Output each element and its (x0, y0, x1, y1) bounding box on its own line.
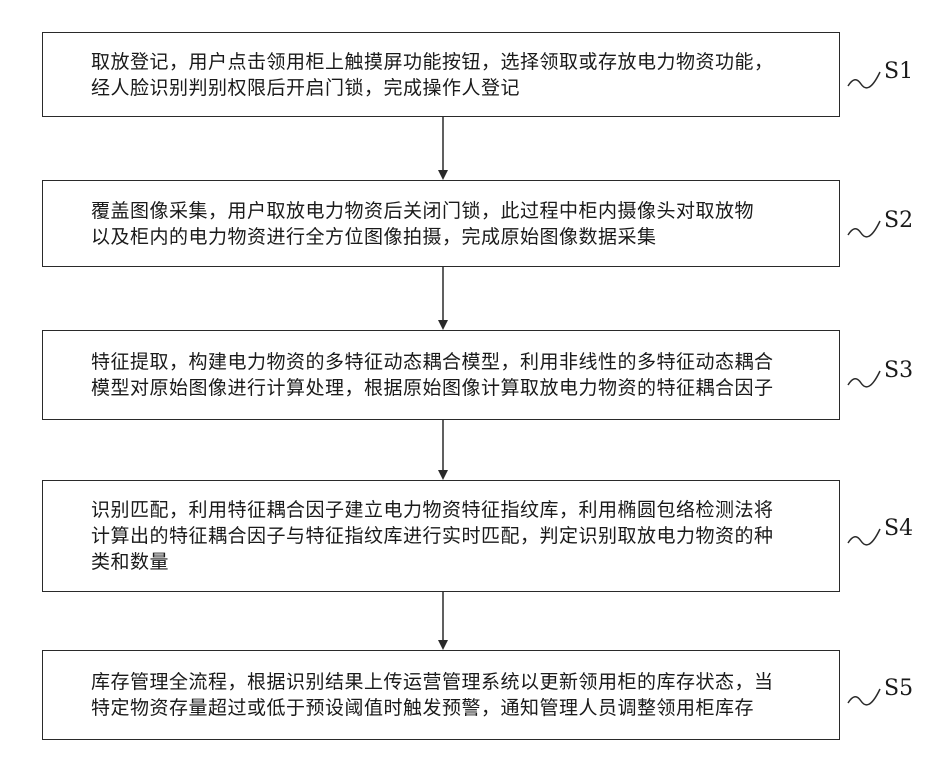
step-text-line: 库存管理全流程，根据识别结果上传运营管理系统以更新领用柜的库存状态，当 (91, 669, 839, 695)
step-box-s2: 覆盖图像采集，用户取放电力物资后关闭门锁，此过程中柜内摄像头对取放物 以及柜内的… (42, 180, 840, 267)
step-box-s3: 特征提取，构建电力物资的多特征动态耦合模型，利用非线性的多特征动态耦合 模型对原… (42, 330, 840, 420)
step-text-line: 以及柜内的电力物资进行全方位图像拍摄，完成原始图像数据采集 (91, 224, 839, 250)
step-text-line: 覆盖图像采集，用户取放电力物资后关闭门锁，此过程中柜内摄像头对取放物 (91, 198, 839, 224)
step-label-s1: S1 (884, 60, 913, 84)
leader-s3 (848, 371, 880, 387)
arrow-s3-to-s4 (438, 420, 448, 480)
leader-s5 (848, 689, 880, 705)
step-label-s4: S4 (884, 517, 913, 541)
arrow-s2-to-s3 (438, 267, 448, 330)
leader-s4 (848, 529, 880, 545)
step-text-line: 特定物资存量超过或低于预设阈值时触发预警，通知管理人员调整领用柜库存 (91, 695, 839, 721)
arrow-s4-to-s5 (438, 592, 448, 650)
step-text-line: 计算出的特征耦合因子与特征指纹库进行实时匹配，判定识别取放电力物资的种 (91, 523, 839, 549)
step-label-s2: S2 (884, 209, 913, 233)
step-text-line: 特征提取，构建电力物资的多特征动态耦合模型，利用非线性的多特征动态耦合 (91, 349, 839, 375)
step-text-line: 类和数量 (91, 549, 839, 575)
arrow-s1-to-s2 (438, 117, 448, 180)
step-label-s5: S5 (884, 677, 913, 701)
step-box-s1: 取放登记，用户点击领用柜上触摸屏功能按钮，选择领取或存放电力物资功能， 经人脸识… (42, 32, 840, 117)
step-text-line: 经人脸识别判别权限后开启门锁，完成操作人登记 (91, 75, 839, 101)
step-label-s3: S3 (884, 359, 913, 383)
step-text-line: 识别匹配，利用特征耦合因子建立电力物资特征指纹库，利用椭圆包络检测法将 (91, 497, 839, 523)
step-text-line: 取放登记，用户点击领用柜上触摸屏功能按钮，选择领取或存放电力物资功能， (91, 49, 839, 75)
step-text-line: 模型对原始图像进行计算处理，根据原始图像计算取放电力物资的特征耦合因子 (91, 375, 839, 401)
leader-s2 (848, 221, 880, 237)
step-box-s4: 识别匹配，利用特征耦合因子建立电力物资特征指纹库，利用椭圆包络检测法将 计算出的… (42, 480, 840, 592)
leader-s1 (848, 72, 880, 88)
step-box-s5: 库存管理全流程，根据识别结果上传运营管理系统以更新领用柜的库存状态，当 特定物资… (42, 650, 840, 740)
